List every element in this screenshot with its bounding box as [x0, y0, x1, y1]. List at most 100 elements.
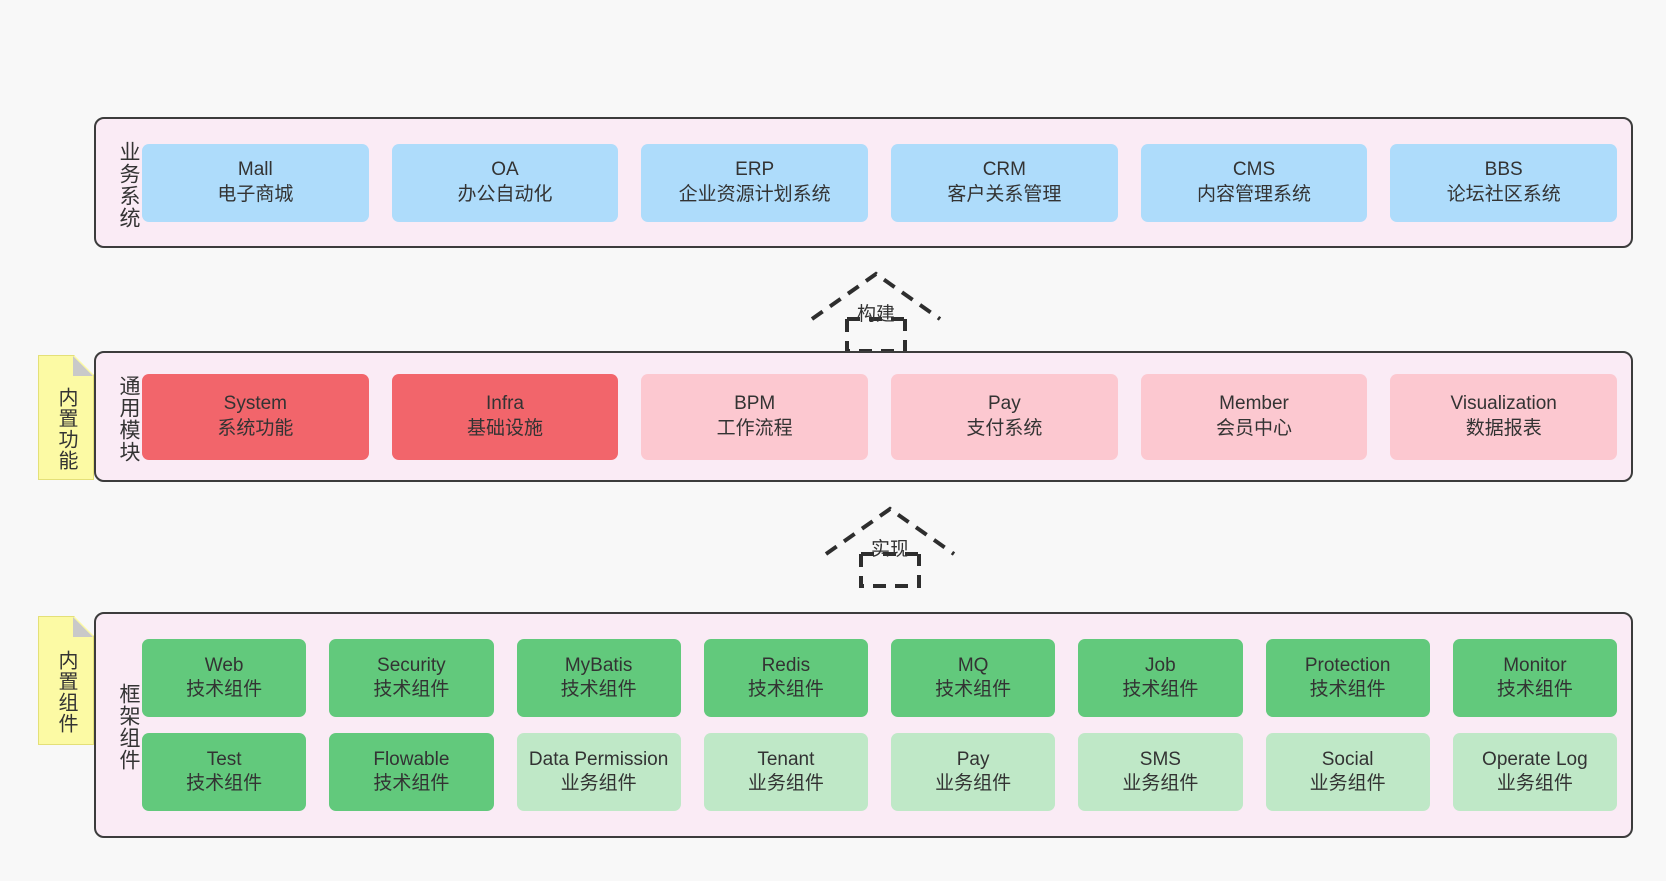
card-flowable-desc: 技术组件	[373, 773, 450, 794]
card-bpm[interactable]: BPM 工作流程	[641, 373, 869, 460]
card-pay-module[interactable]: Pay 支付系统	[891, 373, 1118, 460]
card-mybatis-name: MyBatis	[564, 654, 633, 676]
card-protection[interactable]: Protection 技术组件	[1265, 639, 1430, 717]
card-security-name: Security	[377, 654, 446, 676]
card-infra-name: Infra	[485, 393, 525, 415]
card-bbs[interactable]: BBS 论坛社区系统	[1390, 143, 1618, 222]
card-data-permission-desc: 业务组件	[560, 773, 637, 794]
card-system-desc: 系统功能	[217, 417, 294, 439]
layer-business-systems: 业务系统 Mall 电子商城 OA 办公自动化 ERP 企业资源计划系统 CRM…	[94, 117, 1633, 248]
card-redis-name: Redis	[761, 654, 811, 676]
connector-implement: 实现	[815, 498, 965, 590]
card-pay-module-name: Pay	[987, 393, 1021, 415]
card-pay-component[interactable]: Pay 业务组件	[891, 733, 1056, 811]
card-mall-name: Mall	[237, 159, 273, 181]
card-job[interactable]: Job 技术组件	[1078, 639, 1243, 717]
card-tenant-name: Tenant	[757, 748, 815, 770]
layer-common-modules-body: System 系统功能 Infra 基础设施 BPM 工作流程 Pay 支付系统…	[140, 353, 1631, 480]
card-mall-desc: 电子商城	[217, 183, 294, 205]
card-cms[interactable]: CMS 内容管理系统	[1140, 143, 1368, 222]
card-social-desc: 业务组件	[1309, 773, 1386, 794]
card-data-permission[interactable]: Data Permission 业务组件	[516, 733, 681, 811]
card-bbs-desc: 论坛社区系统	[1446, 183, 1561, 205]
card-flowable-name: Flowable	[373, 748, 450, 770]
card-infra[interactable]: Infra 基础设施	[391, 373, 619, 460]
card-web-name: Web	[204, 654, 244, 676]
card-social-name: Social	[1321, 748, 1374, 770]
card-web[interactable]: Web 技术组件	[142, 639, 307, 717]
card-job-desc: 技术组件	[1122, 679, 1199, 700]
card-system[interactable]: System 系统功能	[142, 373, 369, 460]
layer-common-modules: 通用模块 System 系统功能 Infra 基础设施 BPM 工作流程 Pay…	[94, 351, 1633, 482]
card-oa-desc: 办公自动化	[457, 183, 553, 205]
card-mq[interactable]: MQ 技术组件	[891, 639, 1056, 717]
card-mq-name: MQ	[957, 654, 989, 676]
card-pay-component-name: Pay	[956, 748, 990, 770]
card-test[interactable]: Test 技术组件	[142, 733, 307, 811]
card-visualization-name: Visualization	[1450, 393, 1557, 415]
card-sms-desc: 业务组件	[1122, 773, 1199, 794]
card-crm-desc: 客户关系管理	[947, 183, 1062, 205]
card-pay-component-desc: 业务组件	[935, 773, 1012, 794]
framework-business-row: Test 技术组件 Flowable 技术组件 Data Permission …	[142, 733, 1617, 811]
card-erp-name: ERP	[735, 159, 775, 181]
card-oa[interactable]: OA 办公自动化	[391, 143, 619, 222]
layer-framework-components-body: Web 技术组件 Security 技术组件 MyBatis 技术组件 Redi…	[140, 614, 1631, 836]
connector-implement-shape	[824, 506, 956, 588]
note-builtin-function-text: 内置功能	[55, 386, 77, 471]
card-mall[interactable]: Mall 电子商城	[142, 143, 369, 222]
note-builtin-component: 内置组件	[38, 616, 94, 745]
connector-build-label: 构建	[856, 304, 896, 325]
card-cms-name: CMS	[1232, 159, 1276, 181]
layer-framework-components-title: 框架组件	[117, 683, 140, 771]
card-mybatis[interactable]: MyBatis 技术组件	[516, 639, 681, 717]
card-erp[interactable]: ERP 企业资源计划系统	[641, 143, 869, 222]
layer-framework-components: 框架组件 Web 技术组件 Security 技术组件 MyBatis 技术组件…	[94, 612, 1633, 838]
common-modules-row: System 系统功能 Infra 基础设施 BPM 工作流程 Pay 支付系统…	[142, 373, 1618, 460]
card-oa-name: OA	[491, 159, 519, 181]
card-erp-desc: 企业资源计划系统	[678, 183, 831, 205]
card-operate-log-desc: 业务组件	[1496, 773, 1573, 794]
connector-build-shape	[810, 271, 942, 353]
card-member[interactable]: Member 会员中心	[1140, 373, 1368, 460]
card-test-name: Test	[206, 748, 242, 770]
card-member-name: Member	[1219, 393, 1289, 415]
card-protection-name: Protection	[1304, 654, 1391, 676]
card-sms-name: SMS	[1139, 748, 1181, 770]
note-builtin-component-text: 内置组件	[55, 649, 77, 734]
card-tenant-desc: 业务组件	[747, 773, 824, 794]
layer-business-systems-body: Mall 电子商城 OA 办公自动化 ERP 企业资源计划系统 CRM 客户关系…	[140, 119, 1631, 246]
layer-business-systems-title: 业务系统	[117, 140, 140, 229]
card-crm-name: CRM	[982, 159, 1026, 181]
card-security-desc: 技术组件	[373, 679, 450, 700]
card-job-name: Job	[1145, 654, 1176, 676]
card-tenant[interactable]: Tenant 业务组件	[703, 733, 868, 811]
connector-implement-label: 实现	[870, 539, 910, 560]
card-cms-desc: 内容管理系统	[1197, 183, 1312, 205]
card-web-desc: 技术组件	[186, 679, 263, 700]
card-bpm-name: BPM	[734, 393, 776, 415]
card-monitor-name: Monitor	[1503, 654, 1567, 676]
card-monitor[interactable]: Monitor 技术组件	[1452, 639, 1617, 717]
card-flowable[interactable]: Flowable 技术组件	[329, 733, 494, 811]
card-operate-log[interactable]: Operate Log 业务组件	[1452, 733, 1617, 811]
card-bpm-desc: 工作流程	[716, 417, 793, 439]
card-sms[interactable]: SMS 业务组件	[1078, 733, 1243, 811]
framework-tech-row: Web 技术组件 Security 技术组件 MyBatis 技术组件 Redi…	[142, 639, 1617, 717]
card-member-desc: 会员中心	[1216, 417, 1293, 439]
card-security[interactable]: Security 技术组件	[329, 639, 494, 717]
card-crm[interactable]: CRM 客户关系管理	[891, 143, 1118, 222]
business-systems-row: Mall 电子商城 OA 办公自动化 ERP 企业资源计划系统 CRM 客户关系…	[142, 143, 1618, 222]
card-data-permission-name: Data Permission	[528, 748, 669, 770]
card-social[interactable]: Social 业务组件	[1265, 733, 1430, 811]
card-redis[interactable]: Redis 技术组件	[703, 639, 868, 717]
card-visualization[interactable]: Visualization 数据报表	[1390, 373, 1618, 460]
card-operate-log-name: Operate Log	[1482, 748, 1588, 770]
card-visualization-desc: 数据报表	[1465, 417, 1542, 439]
layer-common-modules-title: 通用模块	[117, 374, 140, 463]
note-builtin-function: 内置功能	[38, 355, 94, 480]
card-mybatis-desc: 技术组件	[560, 679, 637, 700]
card-redis-desc: 技术组件	[747, 679, 824, 700]
card-test-desc: 技术组件	[186, 773, 263, 794]
